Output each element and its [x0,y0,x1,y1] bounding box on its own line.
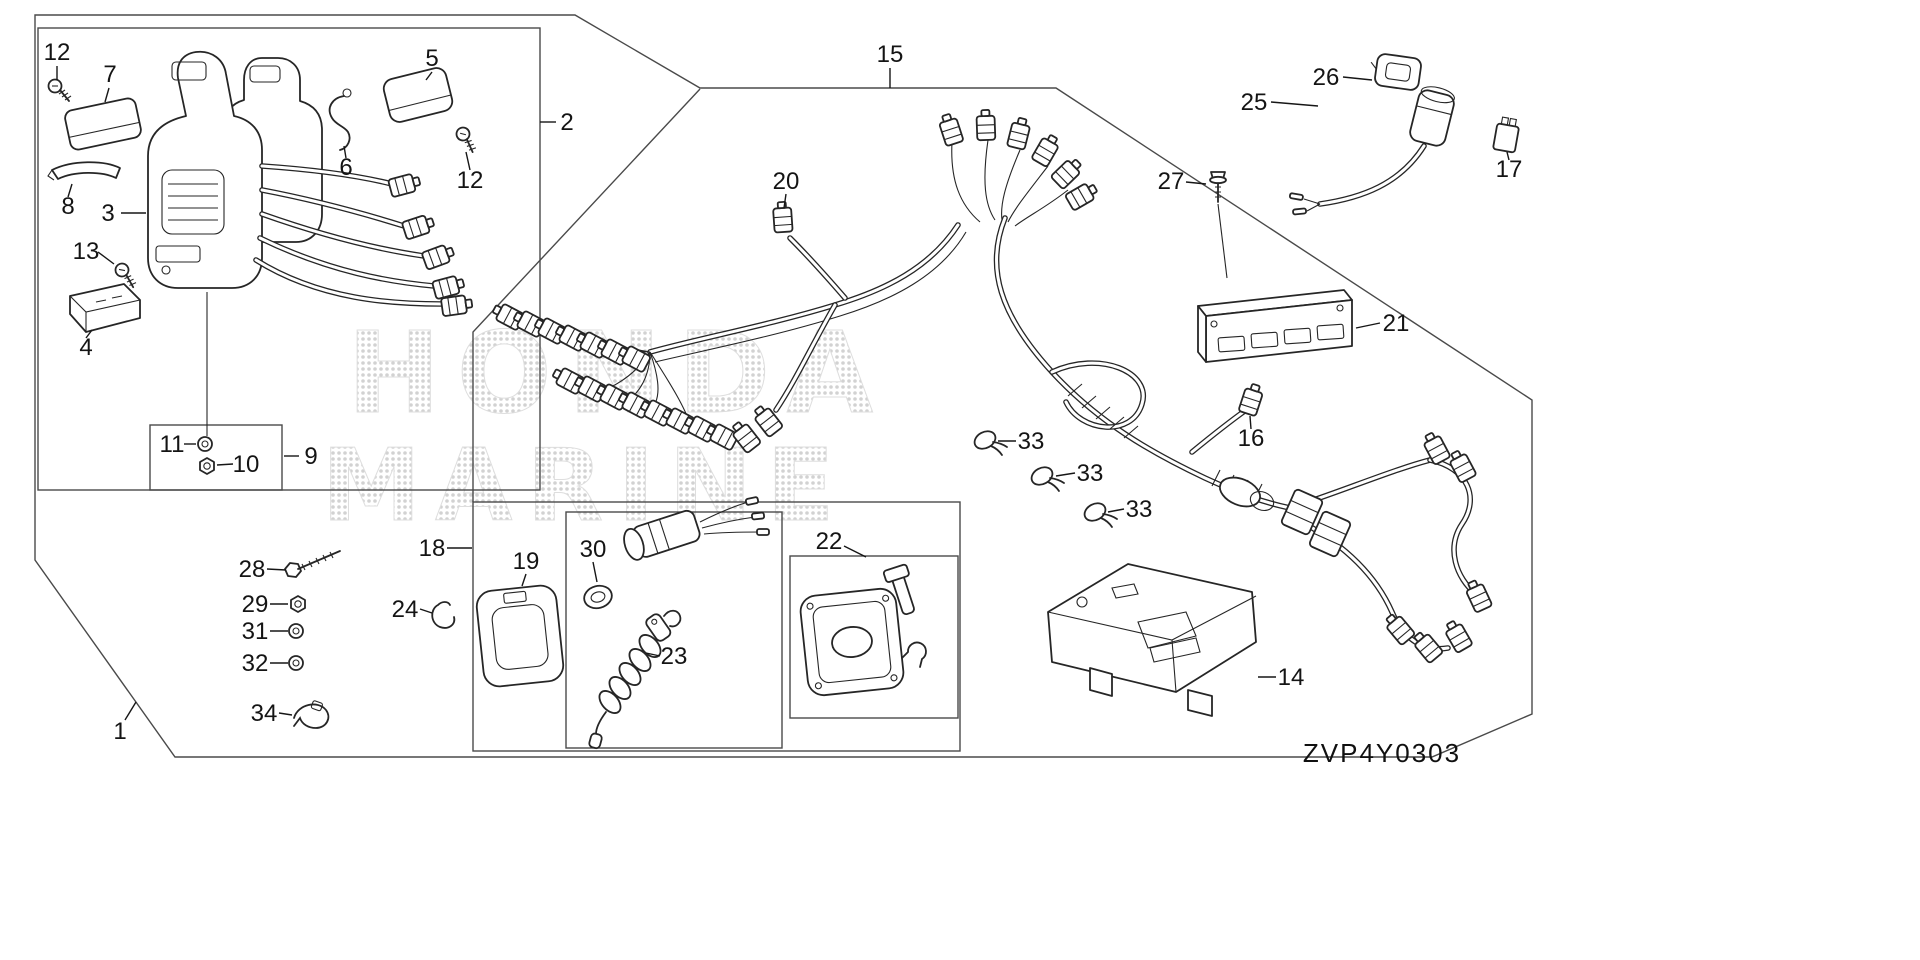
ignition-switch-drawing [623,496,770,561]
part-callout: 12 [457,167,484,194]
part-22-plate-drawing [799,563,927,697]
part-10-nut-drawing [199,457,215,475]
connector-drawing [936,111,965,148]
watermark-line-1: HONDA [347,309,889,439]
connector-drawing [1030,131,1063,169]
part-34-clip-drawing [293,700,330,729]
part-callout: 20 [773,168,800,195]
part-5-cap-drawing [382,67,454,123]
connector-drawing [420,241,457,271]
group-outline-15 [472,88,701,502]
part-callout: 29 [242,591,269,618]
part-callout: 30 [580,536,607,563]
group-outline-9 [149,424,283,491]
part-callout: 24 [392,596,419,623]
connector-drawing [975,108,997,142]
part-callout: 8 [61,193,74,220]
part-28-bolt-drawing [284,550,341,578]
part-callout: 28 [239,556,266,583]
part-callout: 14 [1278,664,1305,691]
part-callout: 23 [661,643,688,670]
group-outlines [34,14,1533,758]
part-callout: 26 [1313,64,1340,91]
bolt-alignment-line [1217,203,1228,279]
part-callout: 6 [339,154,352,181]
part-19-panel-drawing [475,584,565,688]
connector-drawing [1005,115,1033,151]
part-callout: 2 [560,109,573,136]
connector-drawing [400,212,437,241]
part-12b-screw-drawing [451,125,482,154]
part-8-strip-drawing [47,161,121,181]
part-13-screw-drawing [112,261,140,289]
connector-drawing [1409,627,1445,665]
key-switch-box-outline [565,511,783,749]
part-callout: 22 [816,528,843,555]
part-callout: 12 [44,39,71,66]
part-callout: 33 [1126,496,1153,523]
part-callout: 5 [425,45,438,72]
connector-drawing [1049,154,1086,191]
part-callout: 16 [1238,425,1265,452]
part-20-connector-drawing [771,200,794,234]
part-6-clip-drawing [328,88,352,151]
part-23-lanyard-key-drawing [588,609,682,750]
part-callout: 7 [103,61,116,88]
part-24-clip-drawing [431,601,456,629]
part-callout: 11 [160,431,185,458]
group-outline-18 [472,501,961,752]
part-12-screw-drawing [47,78,72,102]
connector-drawing [1445,447,1478,484]
part-callout: 15 [877,41,904,68]
part-callout: 33 [1077,460,1104,487]
part-callout: 3 [101,200,114,227]
part-callout: 33 [1018,428,1045,455]
diagram-code: ZVP4Y0303 [1303,738,1461,768]
part-7-cap-drawing [64,97,142,151]
part-4-cushion-drawing [69,283,141,333]
wire-harness-drawing [489,108,1494,665]
assembly-outline-1 [34,14,1533,758]
part-callout: 25 [1241,89,1268,116]
part-33-tie-drawing [1027,462,1065,492]
part-callout: 1 [113,718,126,745]
part-21-ecu-drawing [1197,289,1353,363]
group-outline-22 [789,555,959,719]
watermark-line-2: MARINE [321,427,848,544]
part-callout: 10 [233,451,260,478]
part-callout: 34 [251,700,278,727]
connector-drawing [1462,577,1494,614]
connector-drawing [1063,179,1101,212]
part-callouts: 12 7 5 2 15 26 25 6 12 27 17 8 3 20 13 4… [44,39,1523,745]
part-callout: 21 [1383,310,1410,337]
part-callout: 31 [242,618,269,645]
connector-drawing [387,171,423,199]
part-32-washer-drawing [288,655,304,671]
part-30-ring-drawing [583,584,613,610]
part-29-nut-drawing [290,595,306,613]
part-callout: 13 [73,238,100,265]
part-callout: 27 [1158,168,1185,195]
part-14-bracket-drawing [1047,563,1257,717]
part-33-tie-drawing [1080,498,1118,528]
part-16-connector-drawing [1237,381,1266,418]
part-11-washer-drawing [197,436,213,452]
group-outline-2 [37,27,541,491]
part-callout: 4 [79,334,92,361]
part-31-washer-drawing [288,623,304,639]
part-callout: 18 [419,535,446,562]
part-callout: 9 [304,443,317,470]
part-25-26-coil-drawing [1288,53,1455,216]
part-callout: 19 [513,548,540,575]
part-17-connector-drawing [1492,116,1520,154]
leader-lines [56,66,1510,721]
part-callout: 32 [242,650,269,677]
part-callout: 17 [1496,156,1523,183]
remote-control-drawing [147,50,323,436]
